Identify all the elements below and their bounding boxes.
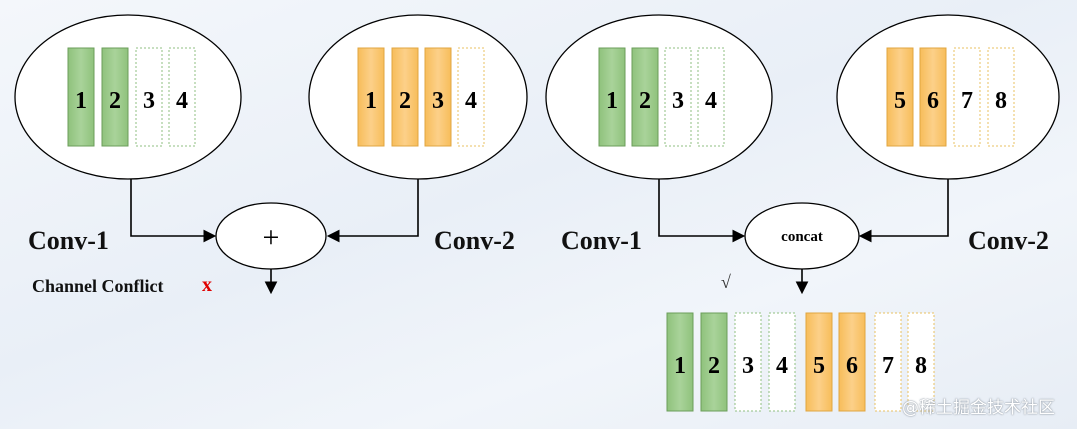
channel-bar-empty xyxy=(874,312,902,412)
channel-label: 3 xyxy=(742,353,754,379)
add-operator-symbol: + xyxy=(263,221,280,254)
channel-bar-empty xyxy=(168,47,196,147)
left-conv2-label: Conv-2 xyxy=(434,226,515,255)
right-conv1-ellipse xyxy=(545,14,773,180)
channel-bar xyxy=(598,47,626,147)
channel-bar xyxy=(67,47,95,147)
channel-label: 5 xyxy=(894,88,906,114)
left-conv2-channels: 1 2 3 4 xyxy=(357,47,485,147)
channel-label: 3 xyxy=(143,88,155,114)
channel-label: 2 xyxy=(399,88,411,114)
channel-label: 2 xyxy=(708,353,720,379)
channel-bar xyxy=(631,47,659,147)
channel-bar xyxy=(391,47,419,147)
conflict-cross-mark: x xyxy=(202,274,212,296)
channel-bar xyxy=(886,47,914,147)
concat-check-mark: √ xyxy=(721,272,731,292)
right-conv2-channels: 5 6 7 8 xyxy=(886,47,1015,147)
channel-bar xyxy=(357,47,385,147)
channel-label: 3 xyxy=(672,88,684,114)
left-conv1-channels: 1 2 3 4 xyxy=(67,47,196,147)
channel-bar-empty xyxy=(664,47,692,147)
right-conv1-label: Conv-1 xyxy=(561,226,642,255)
channel-label: 2 xyxy=(109,88,121,114)
channel-label: 4 xyxy=(705,88,717,114)
channel-bar-empty xyxy=(768,312,796,412)
channel-bar-empty xyxy=(457,47,485,147)
channel-label: 4 xyxy=(465,88,477,114)
channel-bar xyxy=(101,47,129,147)
concat-output-channels: 1 2 3 4 5 6 7 8 xyxy=(666,312,935,412)
right-conv1-channels: 1 2 3 4 xyxy=(598,47,725,147)
channel-bar xyxy=(838,312,866,412)
channel-bar-empty xyxy=(907,312,935,412)
concat-operator-label: concat xyxy=(781,229,823,245)
channel-label: 4 xyxy=(776,353,788,379)
channel-bar-empty xyxy=(987,47,1015,147)
channel-bar xyxy=(919,47,947,147)
right-conv2-ellipse xyxy=(836,14,1060,180)
channel-label: 1 xyxy=(606,88,618,114)
channel-bar xyxy=(700,312,728,412)
channel-label: 4 xyxy=(176,88,188,114)
channel-bar xyxy=(805,312,833,412)
channel-conflict-label: Channel Conflict xyxy=(32,276,164,296)
left-conv1-arrow xyxy=(130,179,217,243)
channel-label: 5 xyxy=(813,353,825,379)
channel-bar xyxy=(424,47,452,147)
channel-label: 8 xyxy=(915,353,927,379)
channel-label: 7 xyxy=(882,353,894,379)
right-conv1-arrow xyxy=(658,179,746,243)
channel-bar-empty xyxy=(697,47,725,147)
watermark-text: @稀土掘金技术社区 xyxy=(902,398,1055,418)
channel-label: 7 xyxy=(961,88,973,114)
channel-bar xyxy=(666,312,694,412)
right-conv2-arrow xyxy=(858,179,949,243)
channel-bar-empty xyxy=(734,312,762,412)
channel-label: 3 xyxy=(432,88,444,114)
channel-label: 1 xyxy=(365,88,377,114)
channel-bar-empty xyxy=(135,47,163,147)
channel-label: 1 xyxy=(75,88,87,114)
channel-label: 6 xyxy=(927,88,939,114)
channel-label: 2 xyxy=(639,88,651,114)
channel-label: 1 xyxy=(674,353,686,379)
channel-label: 6 xyxy=(846,353,858,379)
left-conv1-label: Conv-1 xyxy=(28,226,109,255)
channel-bar-empty xyxy=(953,47,981,147)
right-conv2-label: Conv-2 xyxy=(968,226,1049,255)
channel-label: 8 xyxy=(995,88,1007,114)
left-conv2-arrow xyxy=(326,179,419,243)
